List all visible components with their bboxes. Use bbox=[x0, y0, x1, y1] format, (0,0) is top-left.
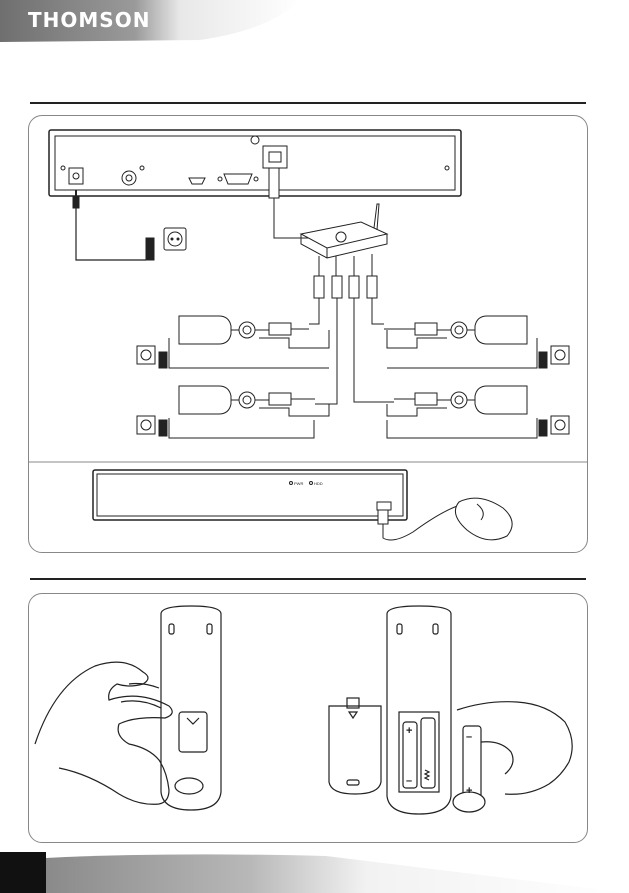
nvr-rear-panel bbox=[49, 130, 461, 196]
section-rule-middle bbox=[30, 578, 586, 580]
battery-plus-left: + bbox=[406, 725, 412, 737]
connection-diagram: PWR HDD bbox=[29, 116, 587, 552]
connection-diagram-panel: PWR HDD bbox=[28, 115, 588, 553]
poe-plugs bbox=[314, 276, 377, 298]
usb-mouse bbox=[455, 498, 512, 540]
remote-right bbox=[387, 606, 451, 814]
battery-illustration: + – – + bbox=[29, 594, 587, 842]
brand-logo: THOMSON bbox=[28, 8, 150, 32]
footer-band bbox=[46, 852, 629, 893]
footer-page-tab bbox=[0, 852, 46, 893]
router bbox=[301, 204, 387, 258]
battery-minus-left: – bbox=[406, 775, 412, 787]
pwr-label: PWR bbox=[294, 481, 303, 486]
camera-bottom-left bbox=[137, 386, 329, 438]
camera-top-left bbox=[137, 316, 329, 368]
battery-plus-right: + bbox=[466, 785, 472, 797]
hdd-label: HDD bbox=[314, 481, 323, 486]
section-rule-top bbox=[30, 102, 586, 104]
camera-bottom-right bbox=[387, 386, 569, 438]
battery-minus-right: – bbox=[466, 731, 472, 743]
battery-cover bbox=[329, 698, 381, 794]
camera-top-right bbox=[384, 316, 569, 368]
battery-instructions-panel: + – – + bbox=[28, 593, 588, 843]
